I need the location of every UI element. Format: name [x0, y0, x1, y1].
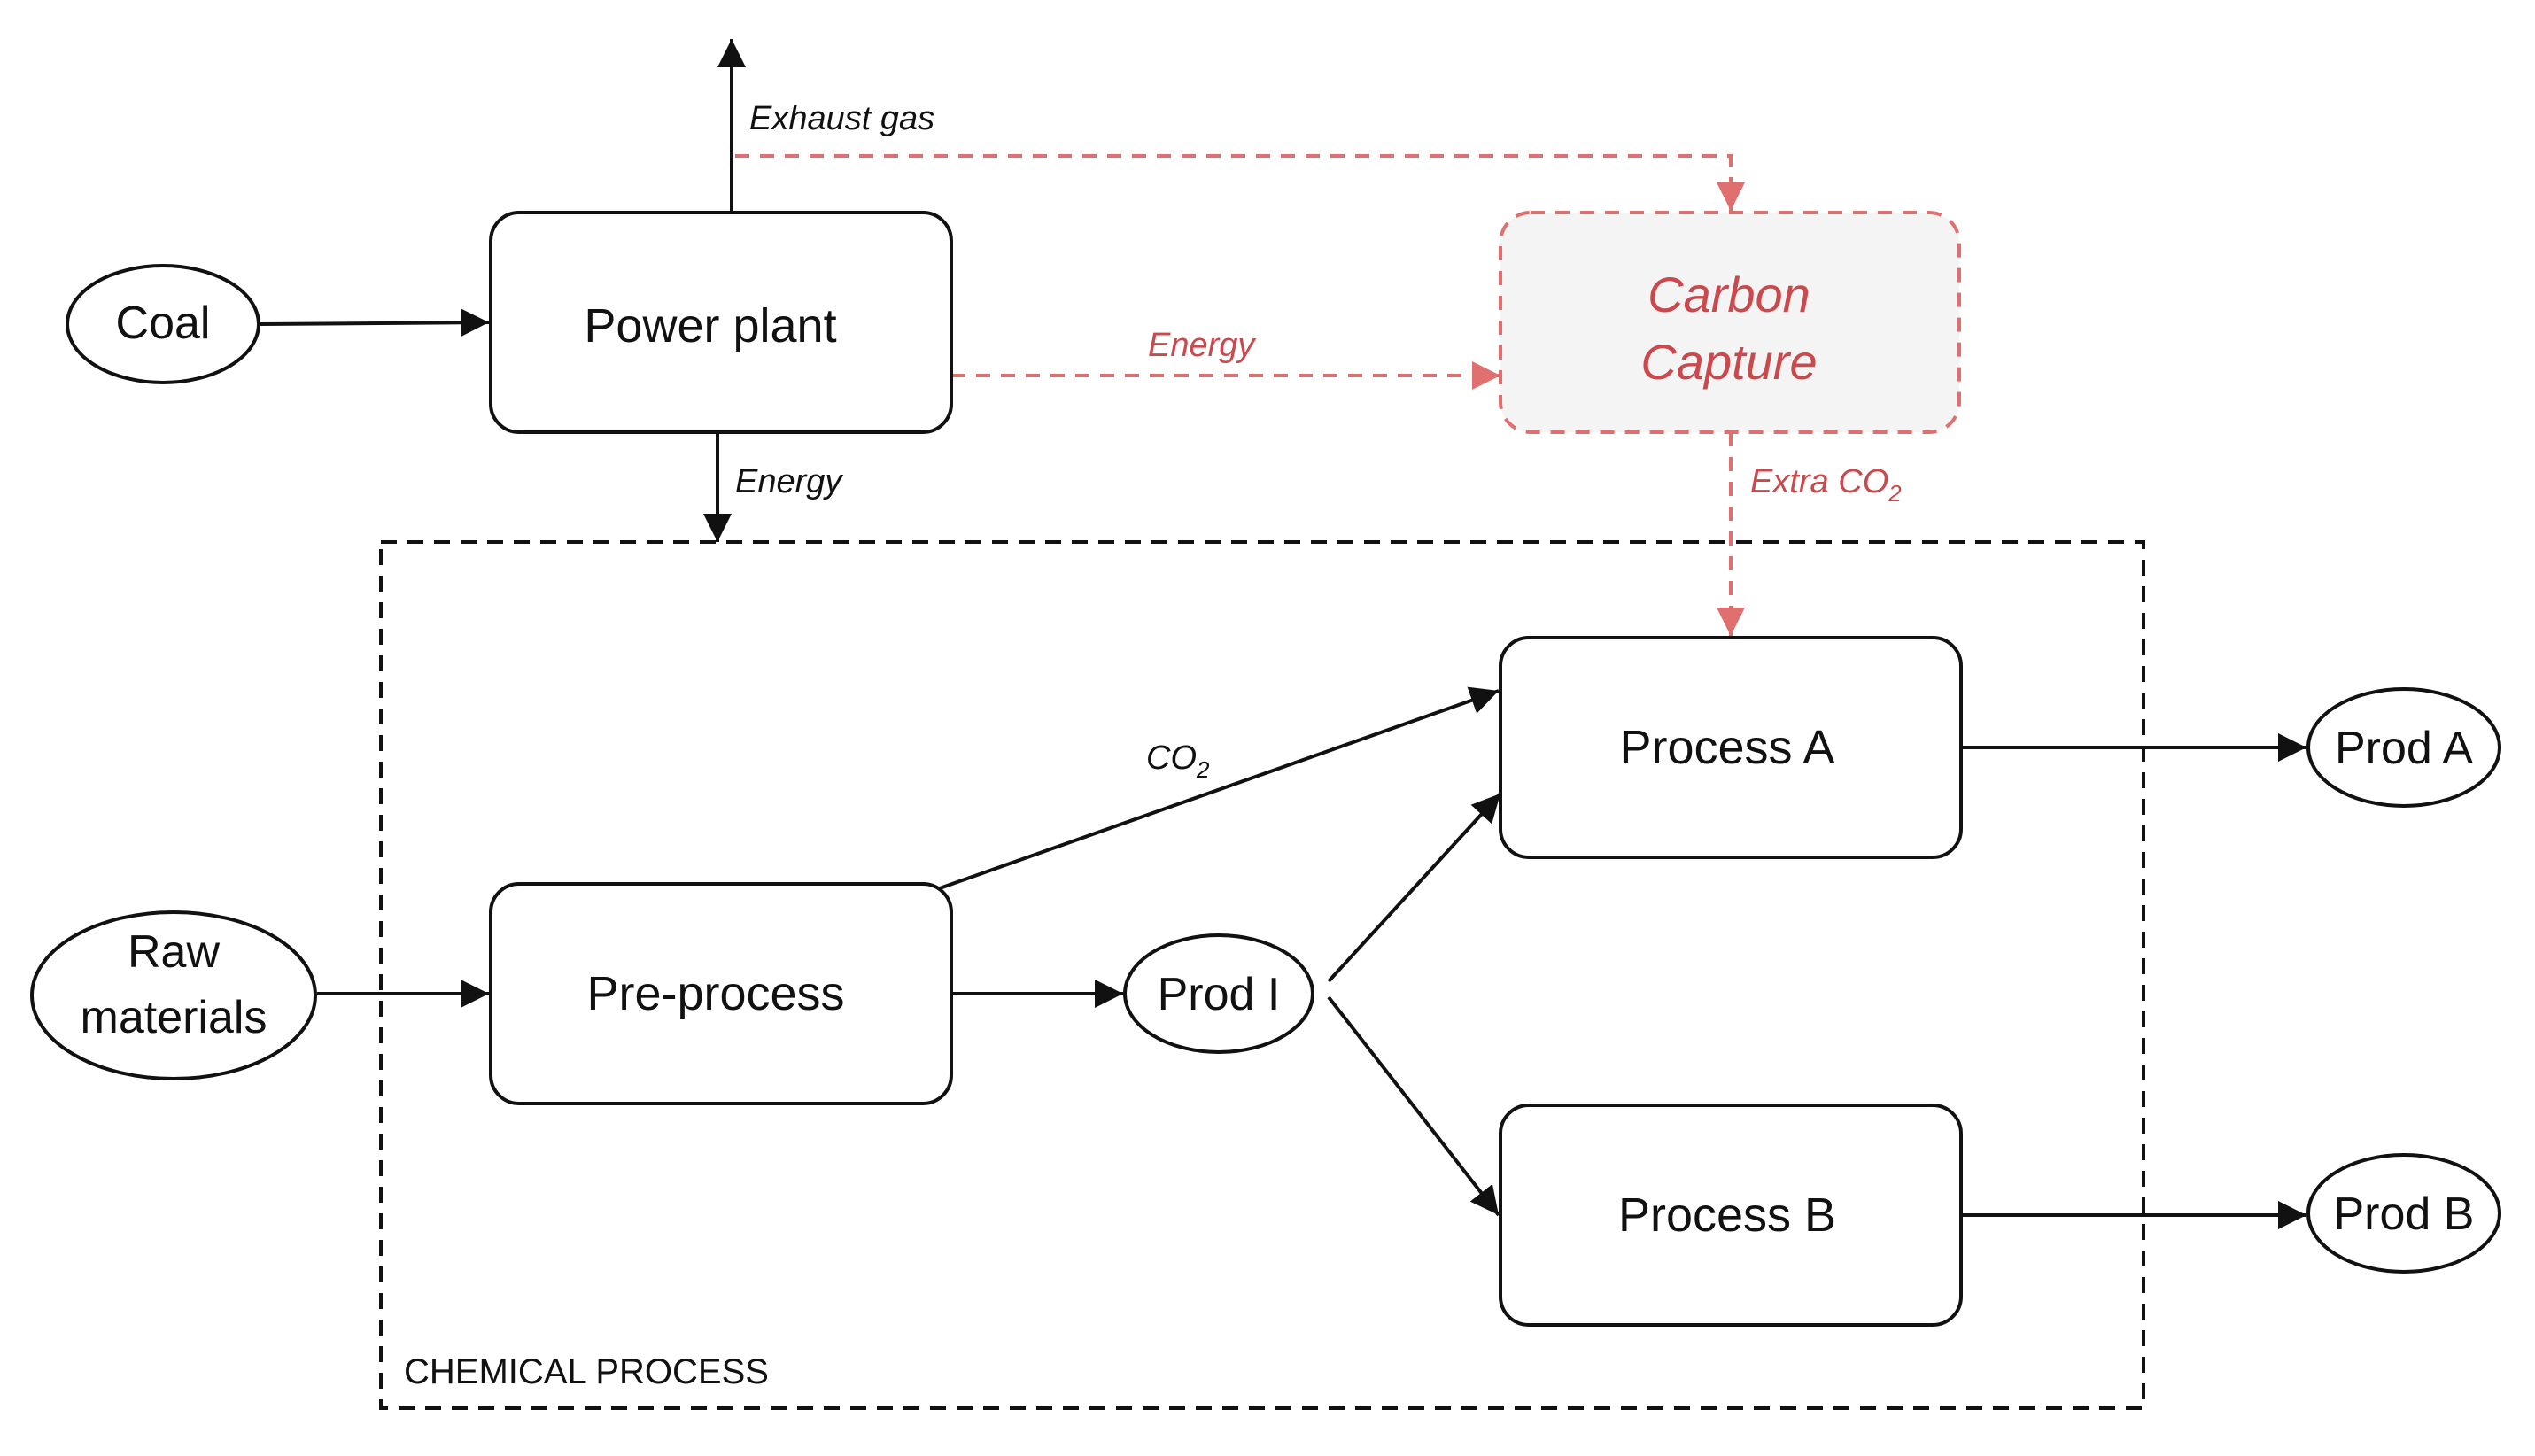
energy-down-label: Energy: [735, 463, 843, 500]
node-process-b: Process B: [1499, 1104, 1963, 1327]
prod-b-label: Prod B: [2334, 1189, 2475, 1240]
extra-co2-subscript: 2: [1888, 480, 1902, 507]
node-raw-materials: Raw materials: [30, 910, 317, 1080]
co2-label: CO2: [1146, 740, 1210, 783]
node-power-plant: Power plant: [489, 211, 953, 434]
edge-coal-to-power-plant: [260, 308, 490, 337]
chemical-process-label: CHEMICAL PROCESS: [404, 1352, 769, 1391]
node-prod-b: Prod B: [2306, 1153, 2501, 1274]
power-plant-label: Power plant: [584, 299, 836, 352]
node-carbon-capture: Carbon Capture: [1499, 211, 1961, 434]
raw-materials-label-line-2: materials: [81, 992, 267, 1043]
energy-to-capture-label: Energy: [1148, 327, 1256, 364]
edge-prod-i-to-process-a: [1327, 792, 1502, 983]
extra-co2-label: Extra CO2: [1750, 463, 1902, 507]
raw-materials-label-line-1: Raw: [128, 926, 220, 978]
process-b-label: Process B: [1618, 1189, 1836, 1242]
edge-co2-to-process-a: [936, 686, 1500, 891]
carbon-capture-label-line-2: Capture: [1640, 334, 1817, 390]
coal-label: Coal: [116, 298, 211, 349]
node-prod-a: Prod A: [2306, 687, 2501, 808]
extra-co2-text: Extra CO: [1750, 463, 1888, 500]
chemical-process-group: [379, 540, 2145, 1410]
pre-process-label: Pre-process: [586, 967, 844, 1020]
edge-exhaust-to-capture: [735, 154, 1745, 211]
co2-subscript: 2: [1196, 756, 1210, 783]
node-process-a: Process A: [1499, 636, 1963, 859]
node-prod-i: Prod I: [1123, 933, 1314, 1054]
exhaust-gas-label: Exhaust gas: [749, 100, 934, 137]
carbon-capture-label-line-1: Carbon: [1647, 267, 1810, 322]
co2-text: CO: [1146, 740, 1197, 777]
prod-i-label: Prod I: [1158, 969, 1281, 1020]
prod-a-label: Prod A: [2335, 723, 2473, 774]
process-a-label: Process A: [1619, 721, 1834, 774]
edge-prod-i-to-process-b: [1327, 995, 1500, 1217]
node-pre-process: Pre-process: [489, 882, 953, 1105]
node-coal: Coal: [66, 264, 260, 384]
